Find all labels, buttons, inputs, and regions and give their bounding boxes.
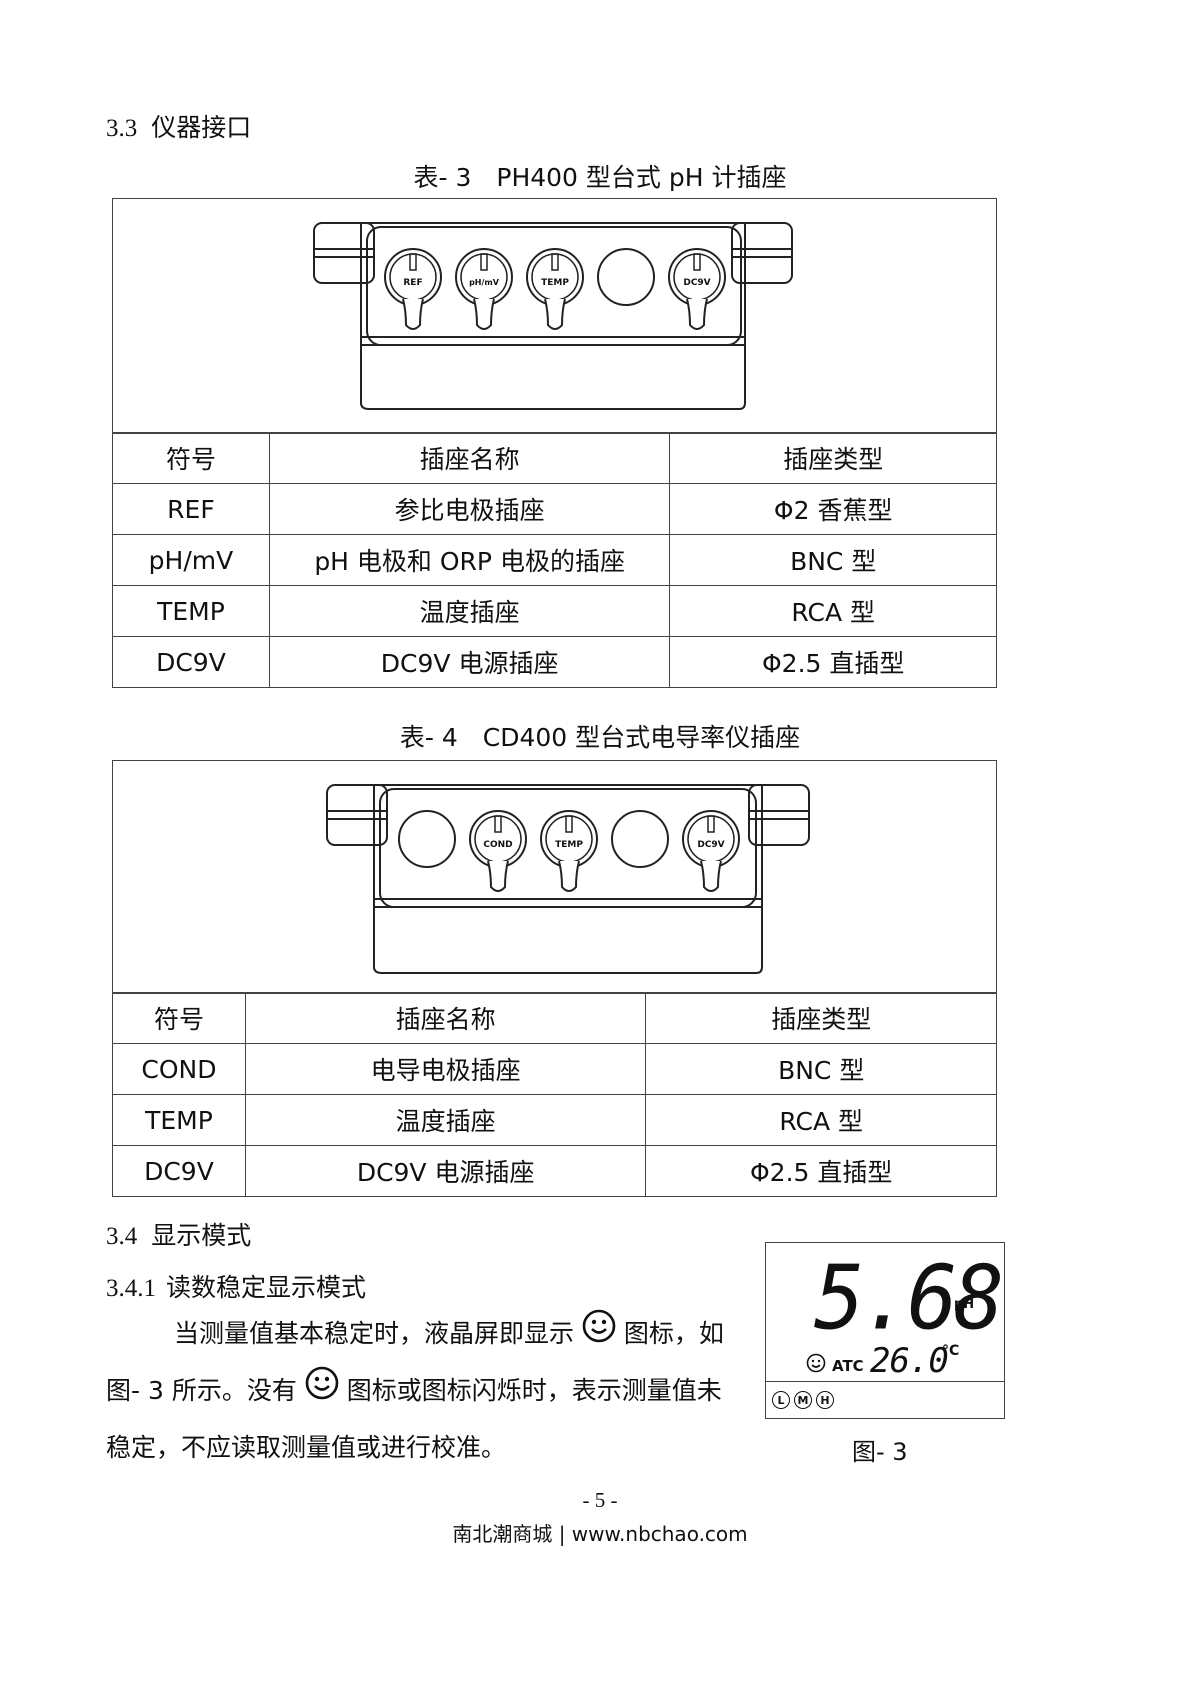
range-indicator-l: L [772, 1391, 790, 1409]
header-cell: 符号 [112, 432, 270, 484]
table3-caption: 表- 3 PH400 型台式 pH 计插座 [413, 163, 787, 192]
smiley-icon [305, 1364, 339, 1420]
cd400-socket-blank [611, 810, 669, 868]
table3: 符号 插座名称 插座类型 REF 参比电极插座 Φ2 香蕉型 pH/mV pH … [112, 432, 997, 688]
cd400-sockets: COND TEMP DC9V [398, 810, 740, 892]
table-cell: pH 电极和 ORP 电极的插座 [268, 534, 671, 586]
table-header-row: 符号 插座名称 插座类型 [112, 992, 997, 1044]
table-cell: pH/mV [112, 534, 270, 586]
table-cell: 参比电极插座 [268, 483, 671, 535]
ph400-socket-ref: REF [384, 248, 442, 330]
table-row: TEMP 温度插座 RCA 型 [112, 585, 997, 637]
table-cell: 温度插座 [268, 585, 671, 637]
paragraph-text: 图标或图标闪烁时，表示测量值未 [346, 1376, 722, 1405]
ph400-socket-temp: TEMP [526, 248, 584, 330]
ph400-socket-dc9v: DC9V [668, 248, 726, 330]
paragraph-text: 图- 3 所示。没有 [106, 1376, 297, 1405]
table-row: COND 电导电极插座 BNC 型 [112, 1043, 997, 1095]
paragraph-text: 图标，如 [623, 1319, 724, 1348]
paragraph-line: 稳定，不应读取测量值或进行校准。 [106, 1433, 507, 1462]
cd400-socket-panel-illustration: COND TEMP DC9V [326, 784, 810, 974]
cd400-socket-dc9v: DC9V [682, 810, 740, 892]
table-cell: DC9V 电源插座 [268, 636, 671, 688]
table-cell: 电导电极插座 [244, 1043, 647, 1095]
header-cell: 插座名称 [244, 992, 647, 1044]
table-header-row: 符号 插座名称 插座类型 [112, 432, 997, 484]
section-number: 3.3 [106, 115, 138, 142]
table-cell: TEMP [112, 1094, 246, 1146]
lcd-atc-label: ATC [832, 1357, 864, 1375]
paragraph-line: 当测量值基本稳定时，液晶屏即显示 图标，如 [106, 1306, 746, 1363]
header-cell: 插座类型 [645, 992, 997, 1044]
table4: 符号 插座名称 插座类型 COND 电导电极插座 BNC 型 TEMP 温度插座… [112, 992, 997, 1197]
lcd-unit: pH [954, 1297, 975, 1312]
cd400-socket-blank [398, 810, 456, 868]
paragraph-text: 当测量值基本稳定时，液晶屏即显示 [174, 1319, 575, 1348]
lcd-reading: 5.68 [814, 1246, 1004, 1350]
section-number: 3.4.1 [106, 1275, 156, 1302]
table-cell: TEMP [112, 585, 270, 637]
table-cell: Φ2.5 直插型 [669, 636, 997, 688]
section-heading-3-4-1: 3.4.1 读数稳定显示模式 [106, 1268, 366, 1304]
header-cell: 插座名称 [268, 432, 671, 484]
table-cell: COND [112, 1043, 246, 1095]
lcd-smiley-icon [806, 1353, 826, 1377]
table-row: REF 参比电极插座 Φ2 香蕉型 [112, 483, 997, 535]
section-title: 显示模式 [151, 1221, 252, 1250]
section-number: 3.4 [106, 1223, 138, 1250]
table-cell: Φ2 香蕉型 [669, 483, 997, 535]
table-cell: Φ2.5 直插型 [645, 1145, 997, 1197]
page-number: - 5 - [582, 1488, 618, 1512]
ph400-socket-label: DC9V [683, 278, 710, 288]
table-cell: DC9V 电源插座 [244, 1145, 647, 1197]
range-indicator-m: M [794, 1391, 812, 1409]
lcd-display-figure: 5.68 pH ATC 26.0 °C L M H [765, 1242, 1005, 1419]
section-heading-3-3: 3.3 仪器接口 [106, 108, 251, 144]
table-row: TEMP 温度插座 RCA 型 [112, 1094, 997, 1146]
ph400-socket-label: pH/mV [469, 278, 500, 287]
paragraph: 当测量值基本稳定时，液晶屏即显示 图标，如 图- 3 所示。没有 图标或图标闪烁… [106, 1306, 746, 1476]
cd400-socket-label: DC9V [697, 840, 724, 850]
section-title: 读数稳定显示模式 [166, 1273, 367, 1302]
table-cell: RCA 型 [669, 585, 997, 637]
table-cell: RCA 型 [645, 1094, 997, 1146]
table4-caption: 表- 4 CD400 型台式电导率仪插座 [399, 723, 801, 752]
table-cell: 温度插座 [244, 1094, 647, 1146]
table-cell: DC9V [112, 1145, 246, 1197]
range-indicator-h: H [816, 1391, 834, 1409]
ph400-socket-label: REF [403, 278, 422, 288]
cd400-socket-label: COND [483, 840, 512, 850]
cd400-socket-temp: TEMP [540, 810, 598, 892]
ph400-socket-label: TEMP [541, 278, 569, 288]
section-heading-3-4: 3.4 显示模式 [106, 1216, 251, 1252]
paragraph-line: 图- 3 所示。没有 图标或图标闪烁时，表示测量值未 [106, 1363, 746, 1420]
table3-image-cell: REF pH/mV TEMP DC9V [112, 198, 997, 434]
table-cell: BNC 型 [645, 1043, 997, 1095]
table-cell: DC9V [112, 636, 270, 688]
site-footer: 南北潮商城 | www.nbchao.com [452, 1522, 748, 1546]
table-cell: REF [112, 483, 270, 535]
header-cell: 插座类型 [669, 432, 997, 484]
ph400-socket-phmv: pH/mV [455, 248, 513, 330]
ph400-socket-panel-illustration: REF pH/mV TEMP DC9V [313, 222, 793, 410]
ph400-sockets: REF pH/mV TEMP DC9V [384, 248, 726, 330]
lcd-temperature: 26.0 [870, 1341, 949, 1381]
lcd-temp-unit: °C [942, 1343, 960, 1359]
table4-image-cell: COND TEMP DC9V [112, 760, 997, 994]
table-row: pH/mV pH 电极和 ORP 电极的插座 BNC 型 [112, 534, 997, 586]
cd400-socket-cond: COND [469, 810, 527, 892]
ph400-socket-blank [597, 248, 655, 306]
table-row: DC9V DC9V 电源插座 Φ2.5 直插型 [112, 1145, 997, 1197]
cd400-socket-label: TEMP [555, 840, 583, 850]
figure3-caption: 图- 3 [852, 1438, 908, 1466]
header-cell: 符号 [112, 992, 246, 1044]
section-title: 仪器接口 [151, 113, 252, 142]
table-row: DC9V DC9V 电源插座 Φ2.5 直插型 [112, 636, 997, 688]
lcd-divider [766, 1381, 1004, 1382]
smiley-icon [582, 1307, 616, 1363]
table-cell: BNC 型 [669, 534, 997, 586]
lcd-range-indicators: L M H [772, 1391, 834, 1409]
